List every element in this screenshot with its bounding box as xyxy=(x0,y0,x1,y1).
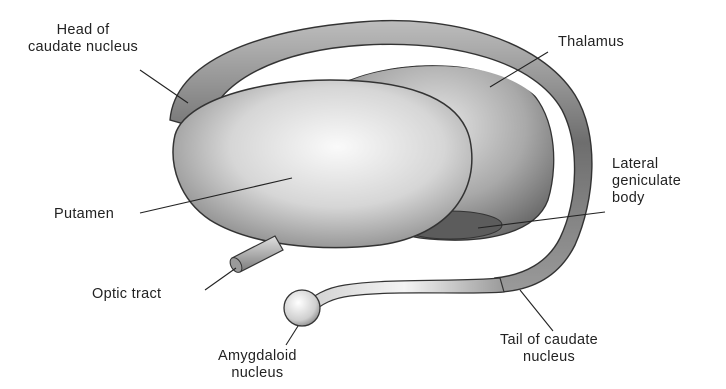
amygdaloid-shape xyxy=(284,290,320,326)
leader-tail-caudate xyxy=(520,290,553,331)
leader-head-caudate xyxy=(140,70,188,103)
label-putamen: Putamen xyxy=(54,206,114,223)
label-lateral-geniculate-line1: Lateral xyxy=(612,156,681,173)
label-lateral-geniculate-line3: body xyxy=(612,190,681,207)
label-tail-caudate-line1: Tail of caudate xyxy=(500,332,598,349)
label-head-caudate: Head of caudate nucleus xyxy=(28,22,138,56)
label-lateral-geniculate: Lateral geniculate body xyxy=(612,156,681,207)
label-putamen-text: Putamen xyxy=(54,206,114,223)
label-tail-caudate: Tail of caudate nucleus xyxy=(500,332,598,366)
leader-optic-tract xyxy=(205,268,236,290)
label-thalamus: Thalamus xyxy=(558,34,624,51)
label-head-caudate-line1: Head of xyxy=(28,22,138,39)
label-head-caudate-line2: caudate nucleus xyxy=(28,39,138,56)
putamen-shape xyxy=(173,80,472,248)
label-thalamus-text: Thalamus xyxy=(558,34,624,51)
leader-amygdaloid xyxy=(286,326,298,345)
label-optic-tract: Optic tract xyxy=(92,286,161,303)
label-amygdaloid: Amygdaloid nucleus xyxy=(218,348,297,382)
label-lateral-geniculate-line2: geniculate xyxy=(612,173,681,190)
label-optic-tract-text: Optic tract xyxy=(92,286,161,303)
label-amygdaloid-line2: nucleus xyxy=(218,365,297,382)
label-amygdaloid-line1: Amygdaloid xyxy=(218,348,297,365)
label-tail-caudate-line2: nucleus xyxy=(500,349,598,366)
caudate-tail-shape xyxy=(305,278,504,314)
